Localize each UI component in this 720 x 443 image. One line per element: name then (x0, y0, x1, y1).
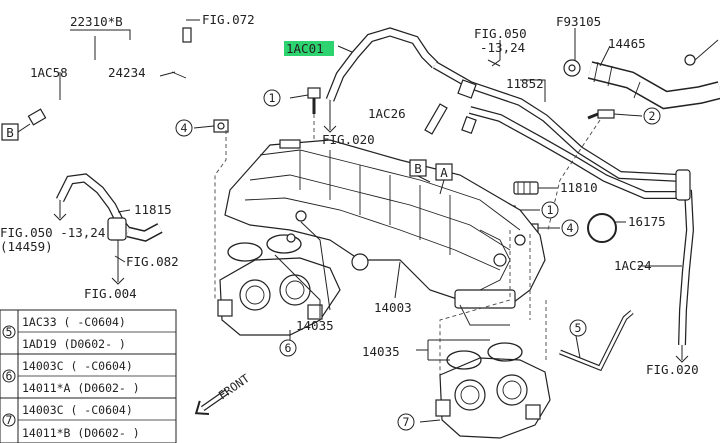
svg-text:6: 6 (6, 369, 13, 383)
leader-14035a (274, 254, 321, 318)
label-front: FRONT (216, 371, 252, 402)
svg-text:5: 5 (575, 321, 582, 335)
circled-4-left: 4 (175, 119, 193, 137)
table-row: 14011*B (D0602- ) (22, 426, 140, 440)
label-fig004: FIG.004 (84, 286, 137, 301)
applicability-table: 5 1AC33 ( -C0604) 1AD19 (D0602- ) 6 1400… (0, 309, 177, 443)
label-24234: 24234 (108, 65, 146, 80)
box-b-mid-text: B (414, 161, 422, 176)
label-1ac01: 1AC01 (286, 41, 324, 56)
hose-11815 (53, 173, 163, 285)
dash-guide-1 (214, 130, 227, 300)
intake-manifold (224, 139, 546, 326)
label-1ac26: 1AC26 (368, 106, 406, 121)
box-label-b-mid: B (409, 159, 427, 177)
table-row: 1AD19 (D0602- ) (22, 337, 126, 351)
svg-text:2: 2 (649, 109, 656, 123)
label-fig020-right: FIG.020 (646, 362, 699, 377)
table-row: 1AC33 ( -C0604) (22, 315, 126, 329)
front-arrow (194, 388, 230, 416)
label-16175: 16175 (628, 214, 666, 229)
label-fig050-left: FIG.050 -13,24 (0, 225, 105, 240)
label-14003: 14003 (374, 300, 412, 315)
table-row: 14011*A (D0602- ) (22, 381, 140, 395)
label-11810: 11810 (560, 180, 598, 195)
label-14035-b: 14035 (362, 344, 400, 359)
table-group-5: 5 1AC33 ( -C0604) 1AD19 (D0602- ) (2, 315, 126, 351)
circled-6: 6 (279, 339, 297, 357)
bolt-1-top (289, 87, 321, 114)
label-fig050-top-sub: -13,24 (480, 40, 525, 55)
svg-text:1: 1 (269, 91, 276, 105)
svg-text:5: 5 (6, 325, 13, 339)
label-11852: 11852 (506, 76, 544, 91)
table-row: 14003C ( -C0604) (22, 359, 133, 373)
sensor-11810 (513, 181, 558, 195)
leader-22310b (70, 29, 131, 40)
circled-1-right: 1 (541, 201, 559, 219)
svg-text:7: 7 (403, 415, 410, 429)
box-a-text: A (440, 165, 448, 180)
label-1ac24: 1AC24 (614, 258, 652, 273)
svg-text:4: 4 (567, 221, 574, 235)
bolt-2 (587, 109, 643, 120)
svg-text:7: 7 (6, 413, 13, 427)
table-group-6: 6 14003C ( -C0604) 14011*A (D0602- ) (2, 359, 140, 395)
hose-14465 (563, 39, 720, 110)
label-22310b: 22310*B (70, 14, 123, 29)
nut-4-left (193, 119, 229, 133)
leader-14003 (394, 261, 401, 299)
label-f93105: F93105 (556, 14, 601, 29)
label-11815: 11815 (134, 202, 172, 217)
circled-2: 2 (643, 107, 661, 125)
circled-5: 5 (569, 319, 587, 337)
label-fig072: FIG.072 (202, 12, 255, 27)
svg-text:4: 4 (181, 121, 188, 135)
label-fig050-top: FIG.050 (474, 26, 527, 41)
label-fig050-left-sub: (14459) (0, 239, 53, 254)
gaskets-upper (227, 210, 307, 262)
label-1ac58: 1AC58 (30, 65, 68, 80)
label-14465: 14465 (608, 36, 646, 51)
label-fig082: FIG.082 (126, 254, 179, 269)
table-row: 14003C ( -C0604) (22, 403, 133, 417)
throttle-body-6 (217, 257, 341, 336)
ring-16175 (587, 213, 626, 243)
svg-text:1: 1 (547, 203, 554, 217)
table-group-7: 7 14003C ( -C0604) 14011*B (D0602- ) (2, 403, 140, 440)
box-label-a: A (435, 163, 453, 181)
rod-5 (559, 310, 634, 372)
circled-1-top: 1 (263, 89, 281, 107)
box-b-left-text: B (6, 125, 14, 140)
label-fig020-mid: FIG.020 (322, 132, 375, 147)
label-14035-a: 14035 (296, 318, 334, 333)
svg-text:6: 6 (285, 341, 292, 355)
circled-7: 7 (397, 413, 415, 431)
throttle-body-7 (435, 357, 551, 439)
box-label-b-left: B (1, 123, 19, 141)
circled-4-right: 4 (561, 219, 579, 237)
hose-1ac01 (325, 27, 695, 346)
leader-14035b (416, 340, 429, 360)
highlight-1ac01 (284, 41, 334, 56)
